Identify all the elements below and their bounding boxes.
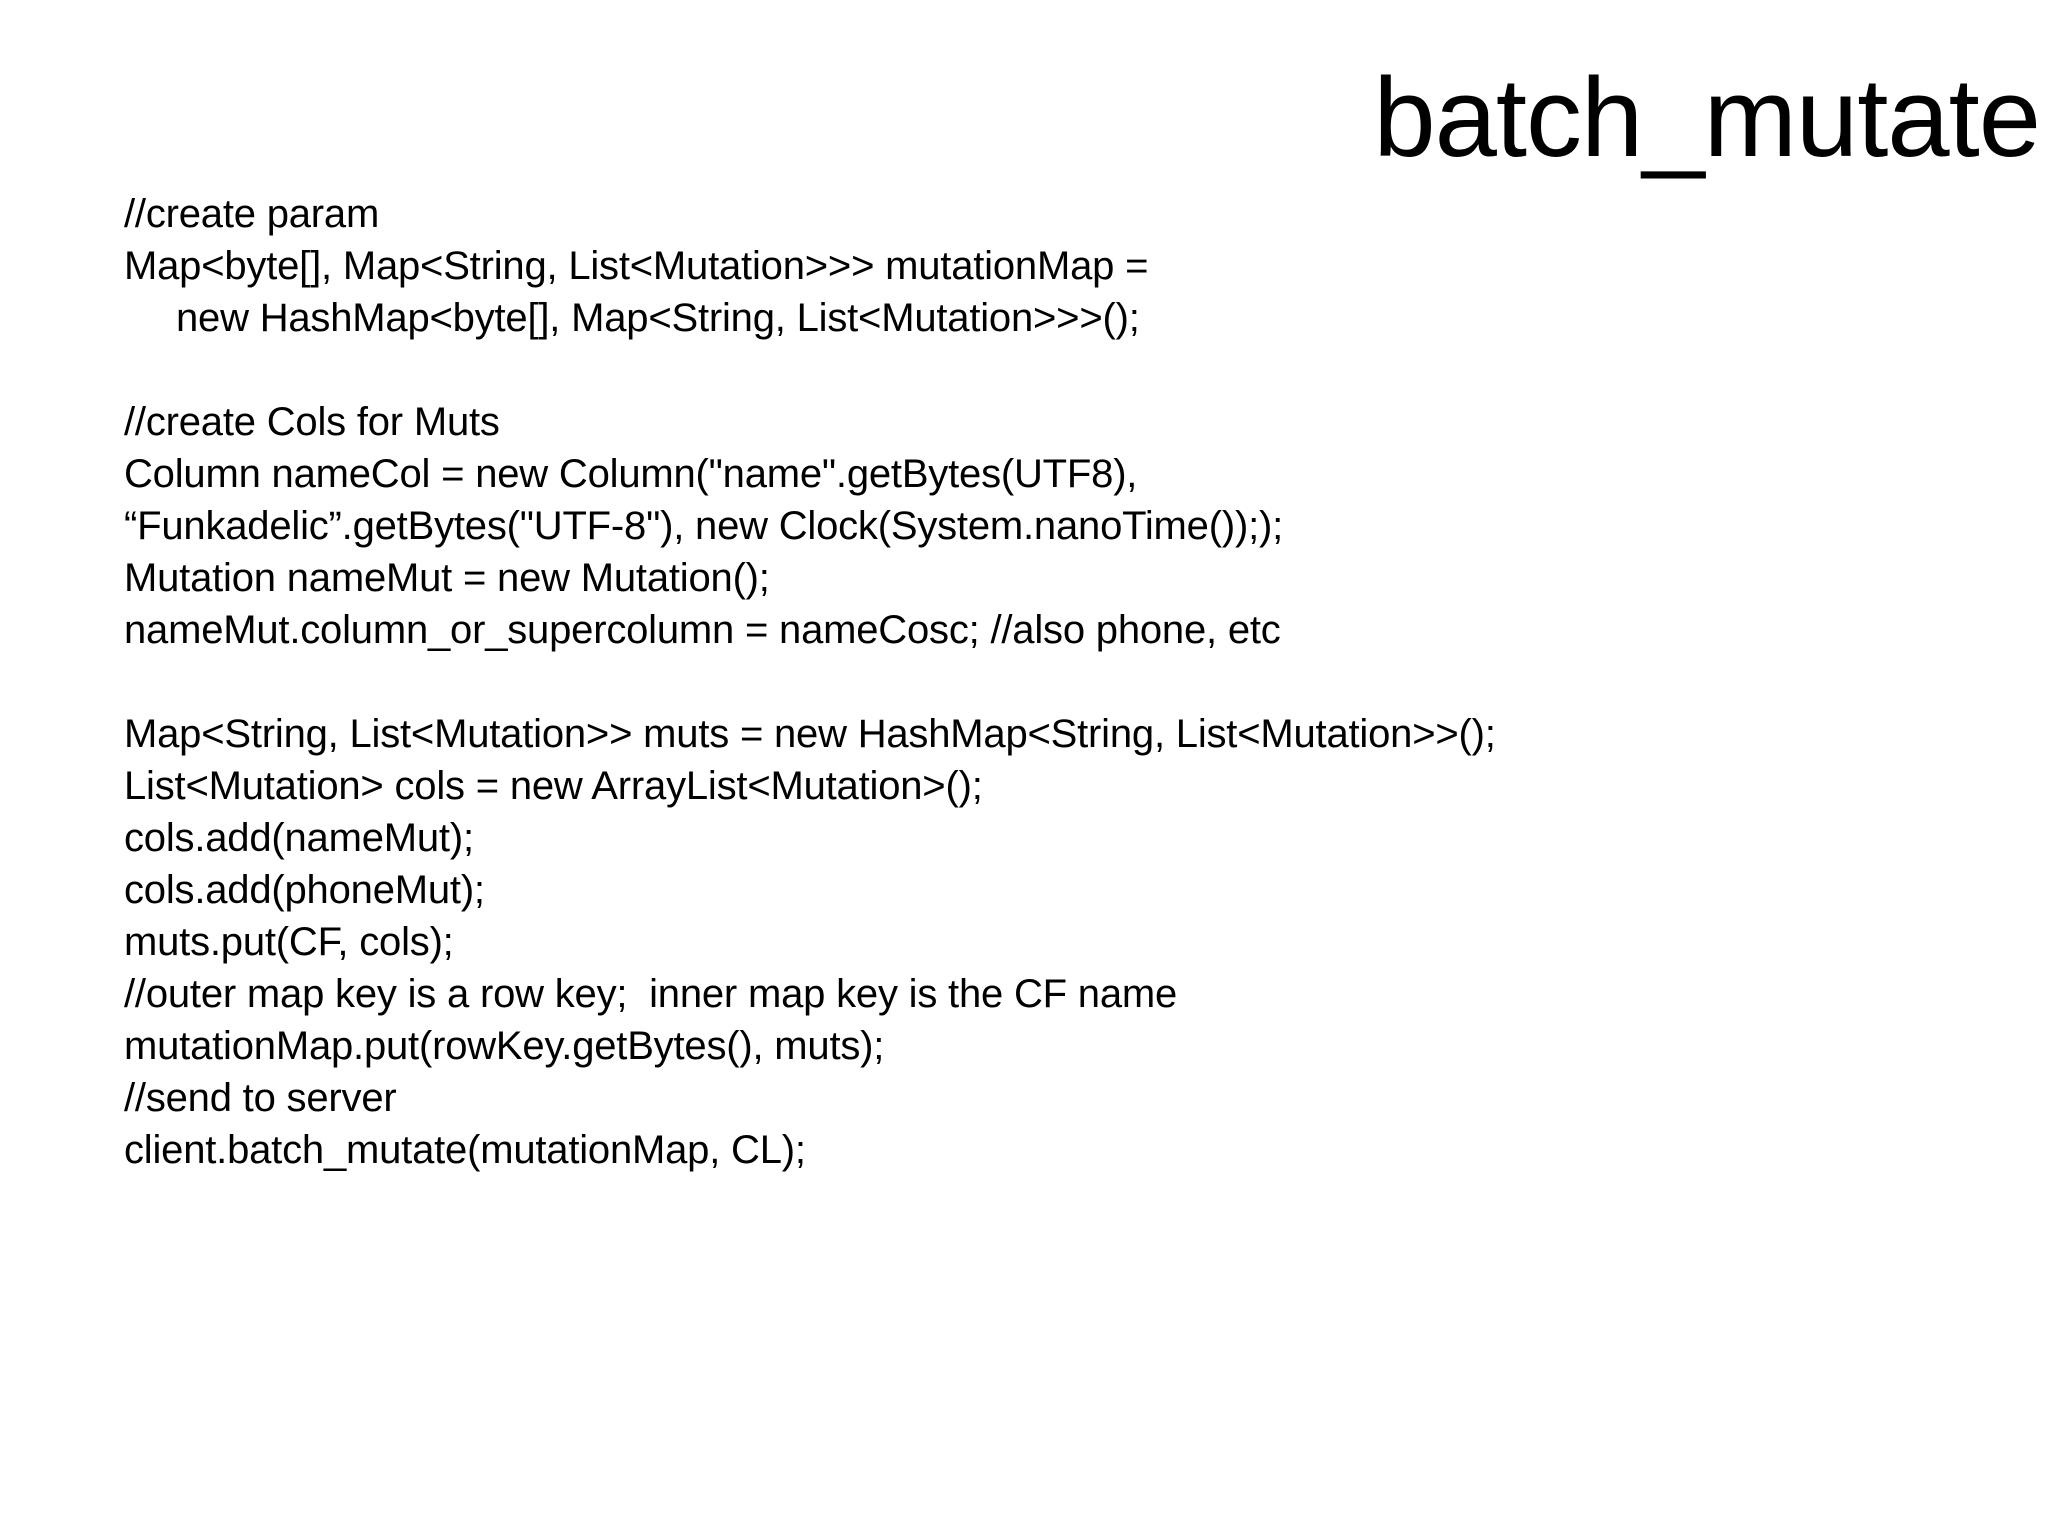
code-line: muts.put(CF, cols);	[124, 920, 454, 964]
code-line: Column nameCol = new Column("name".getBy…	[124, 452, 1138, 496]
code-line: new HashMap<byte[], Map<String, List<Mut…	[176, 296, 1140, 340]
code-line: client.batch_mutate(mutationMap, CL);	[124, 1128, 806, 1172]
code-line: //create Cols for Muts	[124, 400, 500, 444]
code-line: nameMut.column_or_supercolumn = nameCosc…	[124, 608, 1281, 652]
page-title: batch_mutate	[1373, 55, 2041, 180]
code-line: Mutation nameMut = new Mutation();	[124, 556, 770, 600]
code-line: //outer map key is a row key; inner map …	[124, 972, 1178, 1016]
code-line: //send to server	[124, 1076, 397, 1120]
code-line: //create param	[124, 192, 380, 236]
code-line-blank	[124, 656, 1954, 708]
code-line: cols.add(nameMut);	[124, 816, 474, 860]
code-line-blank	[124, 344, 1954, 396]
code-line: List<Mutation> cols = new ArrayList<Muta…	[124, 764, 983, 808]
code-line: mutationMap.put(rowKey.getBytes(), muts)…	[124, 1024, 885, 1068]
code-line: Map<byte[], Map<String, List<Mutation>>>…	[124, 244, 1149, 288]
code-line: cols.add(phoneMut);	[124, 868, 485, 912]
code-line: “Funkadelic”.getBytes("UTF-8"), new Cloc…	[124, 504, 1284, 548]
code-line: Map<String, List<Mutation>> muts = new H…	[124, 712, 1496, 756]
